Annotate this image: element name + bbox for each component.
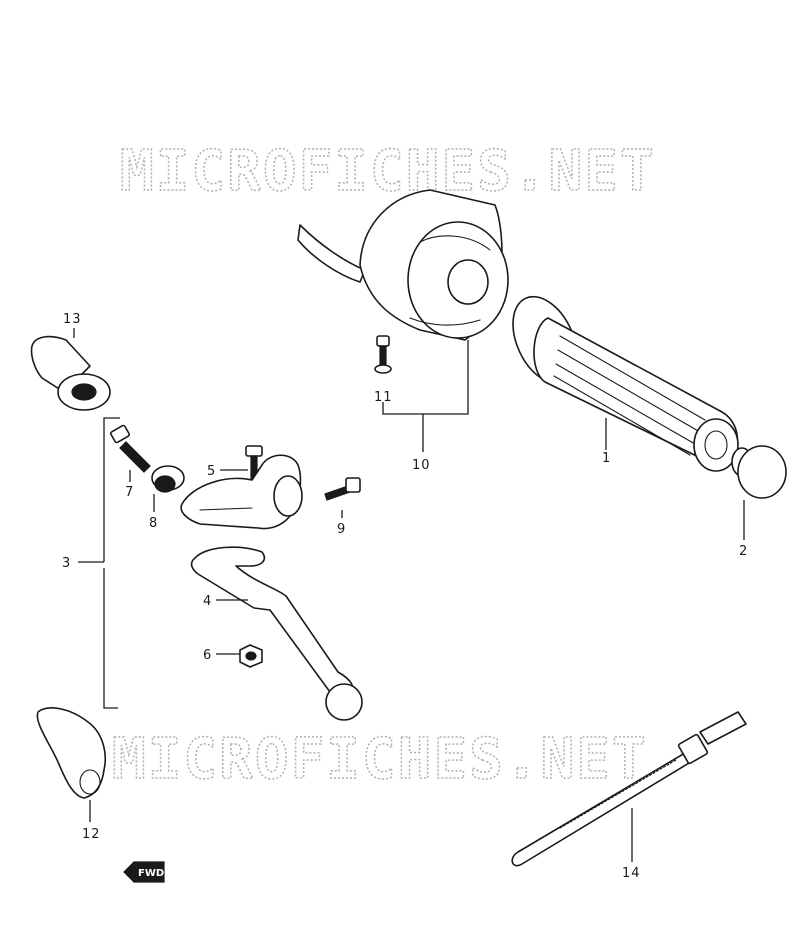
switch-housing-part-10 (297, 189, 509, 341)
callout-4: 4 (203, 594, 212, 609)
leader-lines (73, 328, 745, 862)
callout-7: 7 (125, 485, 134, 500)
callout-10: 10 (412, 458, 431, 473)
callout-14: 14 (622, 866, 641, 881)
callout-5: 5 (207, 464, 216, 479)
grip-part-1 (512, 295, 739, 472)
screw-part-11 (374, 335, 392, 374)
boot-part-12 (36, 707, 106, 799)
lever-part-4 (190, 546, 363, 721)
end-plug-part-2 (731, 445, 787, 499)
bolt-part-7 (110, 424, 151, 473)
nut-part-8 (151, 465, 185, 493)
callout-6: 6 (203, 648, 212, 663)
callout-3: 3 (62, 556, 71, 571)
callout-labels: 1 2 3 4 5 6 7 8 9 10 11 12 13 14 (62, 312, 748, 881)
screw-part-9 (324, 477, 361, 501)
watermark-top: MICROFICHES.NET (120, 139, 656, 204)
fwd-arrow-icon: FWD (123, 861, 165, 883)
callout-11: 11 (374, 390, 393, 405)
callout-9: 9 (337, 522, 346, 537)
nut-part-6 (239, 644, 263, 668)
fwd-label: FWD (138, 868, 164, 879)
callout-13: 13 (63, 312, 82, 327)
callout-1: 1 (602, 451, 611, 466)
callout-2: 2 (739, 544, 748, 559)
lever-holder-part-3 (180, 454, 303, 530)
watermark-bottom: MICROFICHES.NET (112, 727, 648, 792)
callout-12: 12 (82, 827, 101, 842)
cap-part-13 (30, 335, 111, 411)
cable-tie-part-14 (511, 711, 747, 867)
callout-8: 8 (149, 516, 158, 531)
